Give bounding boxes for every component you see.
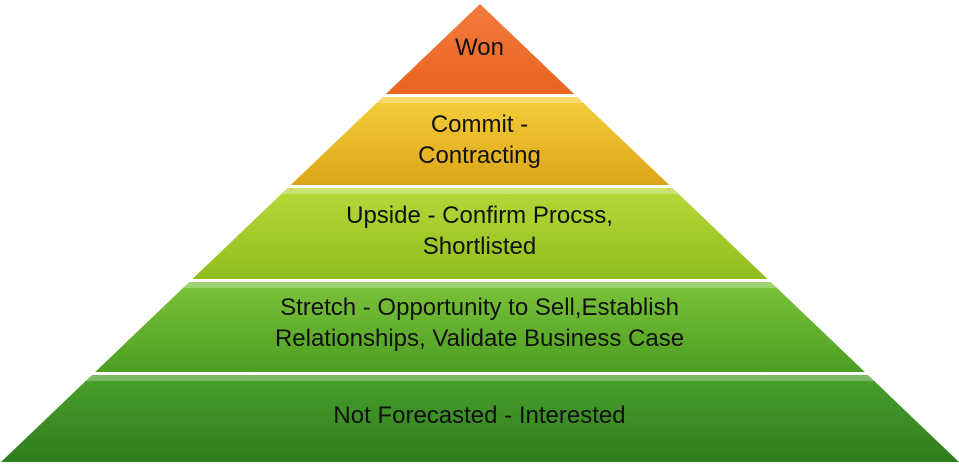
tier-upside bbox=[192, 188, 768, 279]
tier-commit bbox=[290, 97, 670, 185]
tier-upside-highlight bbox=[281, 188, 679, 194]
tier-not-forecasted bbox=[1, 375, 959, 462]
tier-not-forecasted-highlight bbox=[85, 375, 875, 381]
tier-stretch bbox=[95, 282, 865, 372]
tier-stretch-highlight bbox=[182, 282, 778, 288]
tier-commit-highlight bbox=[376, 97, 584, 103]
tier-won bbox=[385, 4, 575, 94]
